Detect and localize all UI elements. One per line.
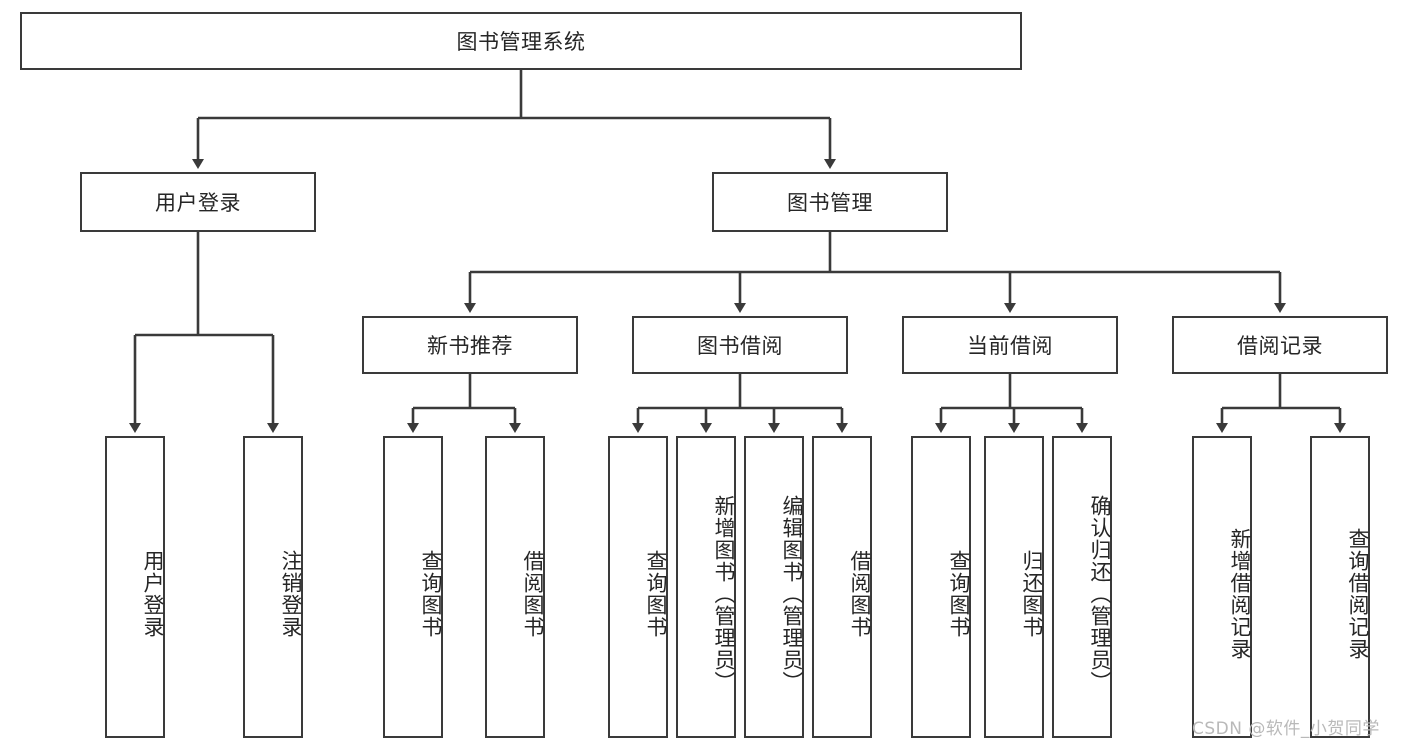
leaf-record-add-label: 新增借阅记录 [1228, 528, 1252, 660]
leaf-current-return-book[interactable]: 归还图书 [984, 436, 1044, 738]
leaf-newbook-borrow-book[interactable]: 借阅图书 [485, 436, 545, 738]
leaf-borrow-edit-book[interactable]: 编辑图书（管理员） [744, 436, 804, 738]
leaf-user-login[interactable]: 用户登录 [105, 436, 165, 738]
leaf-logout[interactable]: 注销登录 [243, 436, 303, 738]
leaf-borrow-add-book-label: 新增图书（管理员） [712, 495, 736, 693]
node-root[interactable]: 图书管理系统 [20, 12, 1022, 70]
node-new-book-recommend[interactable]: 新书推荐 [362, 316, 578, 374]
node-borrow-record-label: 借阅记录 [1237, 334, 1323, 358]
leaf-current-confirm-return[interactable]: 确认归还（管理员） [1052, 436, 1112, 738]
leaf-borrow-borrow-book[interactable]: 借阅图书 [812, 436, 872, 738]
leaf-logout-label: 注销登录 [279, 550, 303, 638]
leaf-borrow-query-book-label: 查询图书 [644, 550, 668, 638]
leaf-record-add[interactable]: 新增借阅记录 [1192, 436, 1252, 738]
node-book-management-label: 图书管理 [787, 191, 873, 215]
node-current-borrow[interactable]: 当前借阅 [902, 316, 1118, 374]
node-user-login-label: 用户登录 [155, 191, 241, 215]
node-user-login[interactable]: 用户登录 [80, 172, 316, 232]
leaf-newbook-query-book-label: 查询图书 [419, 550, 443, 638]
leaf-current-return-book-label: 归还图书 [1020, 550, 1044, 638]
leaf-newbook-query-book[interactable]: 查询图书 [383, 436, 443, 738]
csdn-watermark: CSDN @软件_小贺同学 [1192, 719, 1380, 739]
node-borrow-record[interactable]: 借阅记录 [1172, 316, 1388, 374]
leaf-user-login-label: 用户登录 [141, 550, 165, 638]
leaf-current-confirm-return-label: 确认归还（管理员） [1088, 495, 1112, 693]
node-book-management[interactable]: 图书管理 [712, 172, 948, 232]
leaf-record-query[interactable]: 查询借阅记录 [1310, 436, 1370, 738]
leaf-borrow-borrow-book-label: 借阅图书 [848, 550, 872, 638]
node-root-label: 图书管理系统 [456, 30, 586, 54]
node-book-borrow-label: 图书借阅 [697, 334, 783, 358]
leaf-borrow-add-book[interactable]: 新增图书（管理员） [676, 436, 736, 738]
leaf-record-query-label: 查询借阅记录 [1346, 528, 1370, 660]
leaf-newbook-borrow-book-label: 借阅图书 [521, 550, 545, 638]
node-book-borrow[interactable]: 图书借阅 [632, 316, 848, 374]
node-new-book-recommend-label: 新书推荐 [427, 334, 513, 358]
leaf-borrow-query-book[interactable]: 查询图书 [608, 436, 668, 738]
leaf-current-query-book[interactable]: 查询图书 [911, 436, 971, 738]
leaf-current-query-book-label: 查询图书 [947, 550, 971, 638]
node-current-borrow-label: 当前借阅 [967, 334, 1053, 358]
leaf-borrow-edit-book-label: 编辑图书（管理员） [780, 495, 804, 693]
